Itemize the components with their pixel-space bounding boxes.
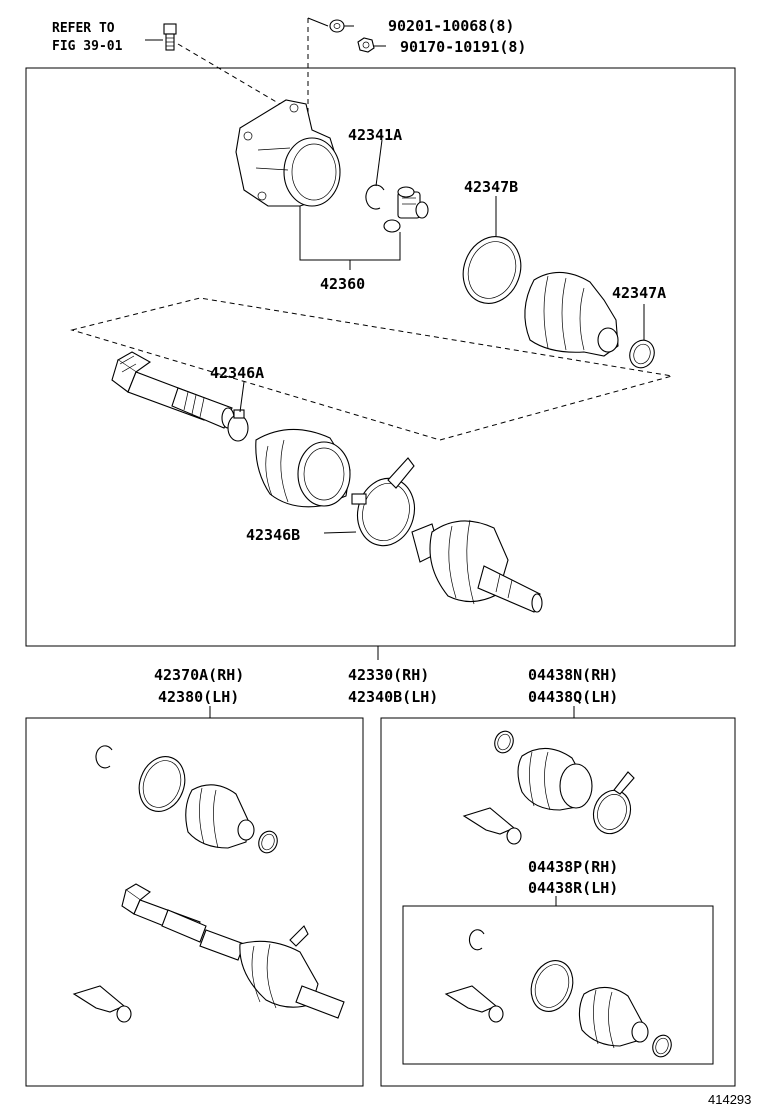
c42341A-leader — [375, 139, 383, 187]
tulip-housing-part — [235, 99, 341, 207]
group-right-line2: 04438Q(LH) — [528, 688, 618, 706]
tripod-spider-part — [383, 186, 429, 233]
group-center-line1: 42330(RH) — [348, 666, 429, 684]
refer-fig-text: FIG 39-01 — [52, 39, 123, 54]
nut-leader-tick — [307, 17, 329, 27]
inner-boot-part — [578, 986, 649, 1049]
inboard-boot-part — [524, 271, 619, 357]
right-boot-part — [517, 747, 593, 811]
left-kit-frame — [25, 717, 364, 1087]
inner-kit-frame — [402, 905, 714, 1065]
left-snap-ring-part — [95, 745, 113, 769]
c42346B-leader — [323, 531, 357, 534]
right-kit-frame — [380, 717, 736, 1087]
boot-clamp-large-part — [351, 457, 415, 547]
left-boot-part — [185, 784, 255, 849]
outboard-boot-part — [255, 428, 351, 508]
callout-42360: 42360 — [320, 275, 365, 293]
boot-clamp-small-part — [227, 409, 249, 442]
left-small-band-part — [258, 830, 278, 854]
outer-cv-joint-part — [411, 519, 543, 613]
callout-90170-10191: 90170-10191(8) — [400, 38, 526, 56]
hub-bolt-part — [163, 23, 177, 51]
group-left-line2: 42380(LH) — [158, 688, 239, 706]
bolt-dashed-leader — [177, 43, 291, 111]
right-small-band-part — [494, 730, 514, 754]
small-band-part — [629, 339, 655, 369]
large-band-part — [462, 236, 522, 304]
snap-ring-part — [365, 184, 385, 210]
callout-42341A: 42341A — [348, 126, 402, 144]
right-grease-tube-part — [462, 807, 522, 845]
left-band-part — [138, 756, 186, 812]
inner-grease-tube-part — [444, 985, 504, 1023]
inner-snap-ring-part — [468, 929, 485, 951]
group-right-line1: 04438N(RH) — [528, 666, 618, 684]
inner-band-part — [530, 960, 574, 1012]
refer-to-text: REFER TO — [52, 21, 115, 36]
drive-shaft-part — [111, 351, 235, 429]
main-assembly-frame — [25, 67, 736, 647]
nut-part — [357, 37, 375, 53]
group-left-line1: 42370A(RH) — [154, 666, 244, 684]
group-center-line2: 42340B(LH) — [348, 688, 438, 706]
callout-42346A: 42346A — [210, 364, 264, 382]
callout-90201-10068: 90201-10068(8) — [388, 17, 514, 35]
group-inner-line2: 04438R(LH) — [528, 879, 618, 897]
right-band-part — [592, 771, 635, 835]
callout-42347B: 42347B — [464, 178, 518, 196]
group-inner-line1: 04438P(RH) — [528, 858, 618, 876]
c42360-bracket — [299, 206, 401, 261]
left-grease-tube-part — [72, 985, 132, 1023]
inner-small-band-part — [652, 1034, 672, 1058]
c42346A-leader — [239, 381, 245, 413]
callout-42347A: 42347A — [612, 284, 666, 302]
callout-42346B: 42346B — [246, 526, 300, 544]
diagram-id: 414293 — [708, 1092, 751, 1107]
washer-part — [329, 19, 345, 33]
left-shaft-assembly-part — [121, 883, 345, 1019]
